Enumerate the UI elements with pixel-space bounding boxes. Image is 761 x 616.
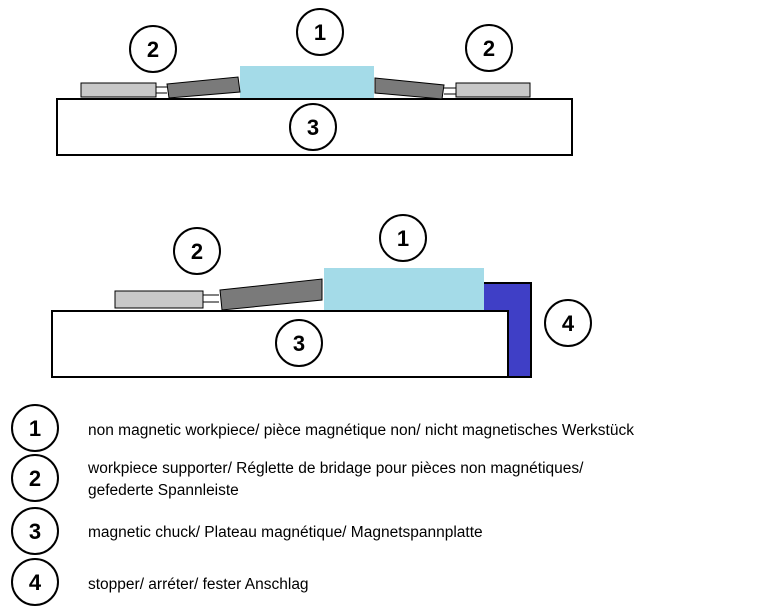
- legend-text-3: magnetic chuck/ Plateau magnétique/ Magn…: [88, 524, 483, 541]
- top-label-workpiece-text: 1: [314, 20, 326, 45]
- bottom-label-stopper: 4: [544, 299, 592, 347]
- legend-marker-4: 4: [11, 558, 59, 606]
- top-label-chuck-text: 3: [307, 115, 319, 140]
- bottom-label-supporter-text: 2: [191, 239, 203, 264]
- bottom-label-workpiece-text: 1: [397, 226, 409, 251]
- top-right-supporter-flat: [455, 82, 531, 98]
- bottom-label-supporter: 2: [173, 227, 221, 275]
- legend-marker-2: 2: [11, 454, 59, 502]
- legend-text-2-line2: gefederte Spannleiste: [88, 482, 239, 499]
- bottom-label-workpiece: 1: [379, 214, 427, 262]
- top-label-supporter-right-text: 2: [483, 36, 495, 61]
- legend-marker-1-text: 1: [29, 416, 41, 441]
- legend-marker-3-text: 3: [29, 519, 41, 544]
- bottom-workpiece: [324, 268, 484, 310]
- bottom-supporter-flat: [114, 290, 204, 309]
- top-label-workpiece: 1: [296, 8, 344, 56]
- bottom-assembly: 1 2 3 4: [51, 214, 592, 378]
- legend-text-2-line1: workpiece supporter/ Réglette de bridage…: [88, 460, 584, 477]
- bottom-label-chuck-text: 3: [293, 331, 305, 356]
- bottom-supporter-tilted: [219, 278, 323, 311]
- top-assembly: 1 2 2 3: [56, 8, 573, 156]
- top-workpiece: [240, 66, 374, 98]
- legend-markers: 1 2 3 4: [11, 404, 59, 606]
- top-left-supporter-flat: [80, 82, 157, 98]
- legend-marker-4-text: 4: [29, 570, 42, 595]
- top-left-supporter-tilted: [166, 76, 241, 99]
- legend-text-4: stopper/ arréter/ fester Anschlag: [88, 576, 309, 593]
- top-label-chuck: 3: [289, 103, 337, 151]
- bottom-label-stopper-text: 4: [562, 311, 575, 336]
- top-label-supporter-left: 2: [129, 25, 177, 73]
- legend-text-1: non magnetic workpiece/ pièce magnétique…: [88, 422, 634, 439]
- legend-marker-3: 3: [11, 507, 59, 555]
- legend-marker-2-text: 2: [29, 466, 41, 491]
- legend-marker-1: 1: [11, 404, 59, 452]
- top-label-supporter-left-text: 2: [147, 37, 159, 62]
- top-label-supporter-right: 2: [465, 24, 513, 72]
- top-right-supporter-tilted: [374, 77, 445, 100]
- bottom-label-chuck: 3: [275, 319, 323, 367]
- bottom-stopper: [482, 282, 532, 378]
